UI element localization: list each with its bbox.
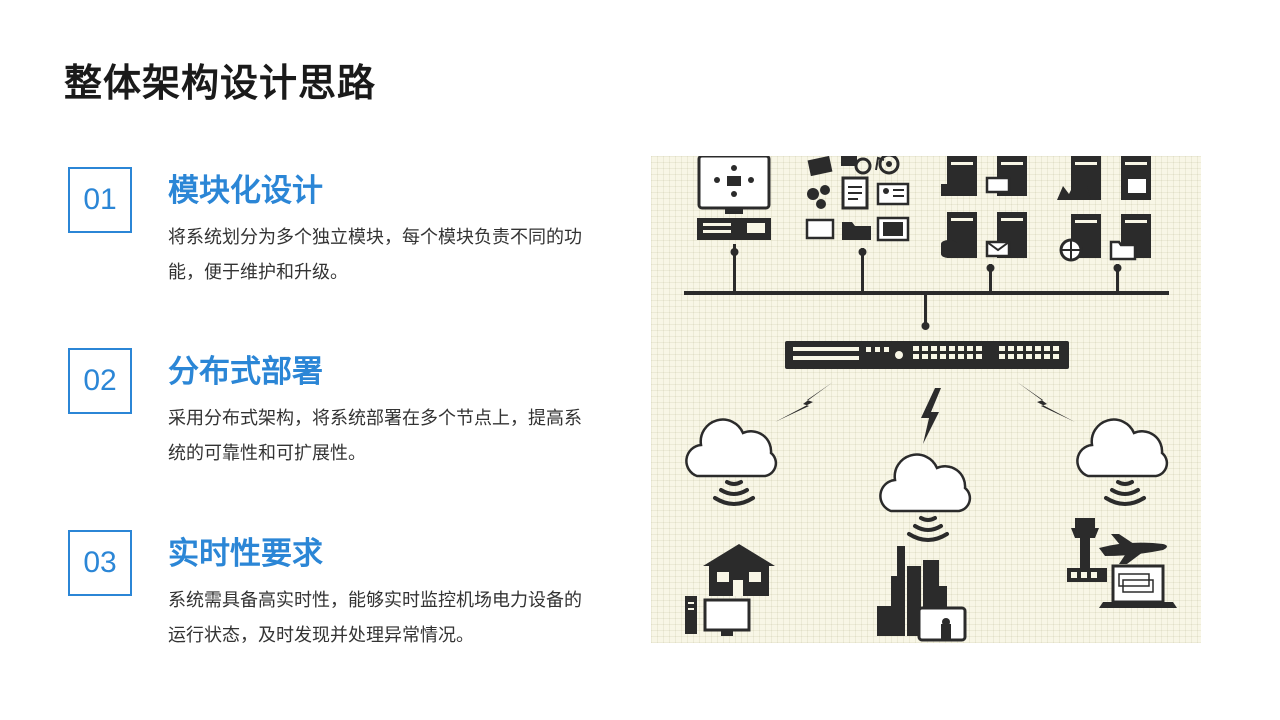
tablet-touch-icon	[917, 606, 967, 642]
laptop-icon	[1099, 564, 1177, 608]
documents-settings-icon	[805, 156, 910, 242]
section-description: 将系统划分为多个独立模块，每个模块负责不同的功能，便于维护和升级。	[168, 227, 582, 283]
wifi-signal-icon	[907, 516, 949, 542]
section-number-badge: 01	[68, 167, 132, 233]
lightning-bolt-icon	[921, 388, 941, 444]
section-number-badge: 03	[68, 530, 132, 596]
cloud-icon	[879, 453, 972, 513]
section-title: 分布式部署	[168, 354, 323, 390]
network-architecture-illustration	[651, 156, 1201, 643]
lightning-bolt-icon	[1017, 382, 1075, 422]
server-printer-icon	[941, 156, 1027, 196]
monitor-network-icon	[697, 156, 771, 240]
cloud-icon	[1076, 418, 1169, 478]
control-tower-icon	[1067, 518, 1107, 582]
house-icon	[703, 544, 775, 596]
lightning-bolt-icon	[775, 382, 833, 422]
section-title: 模块化设计	[168, 173, 323, 209]
section-distributed-deployment: 02 分布式部署 采用分布式架构，将系统部署在多个节点上，提高系统的可靠性和可扩…	[68, 348, 608, 478]
cloud-icon	[685, 418, 778, 478]
wifi-signal-icon	[713, 480, 755, 506]
computer-icon	[685, 596, 751, 636]
section-title: 实时性要求	[168, 536, 323, 572]
section-modular-design: 01 模块化设计 将系统划分为多个独立模块，每个模块负责不同的功能，便于维护和升…	[68, 167, 608, 297]
server-firewall-icon	[1057, 156, 1151, 200]
section-description: 系统需具备高实时性，能够实时监控机场电力设备的运行状态，及时发现并处理异常情况。	[168, 590, 582, 646]
section-realtime-requirement: 03 实时性要求 系统需具备高实时性，能够实时监控机场电力设备的运行状态，及时发…	[68, 530, 608, 660]
network-diagram-svg	[684, 156, 1177, 642]
airplane-icon	[1099, 534, 1167, 564]
server-globe-icon	[1059, 214, 1101, 262]
section-number-badge: 02	[68, 348, 132, 414]
server-database-icon	[941, 212, 977, 258]
wifi-signal-icon	[1104, 480, 1146, 506]
server-mail-icon	[985, 212, 1027, 258]
page-title: 整体架构设计思路	[64, 61, 377, 105]
server-folder-icon	[1109, 214, 1151, 261]
section-description: 采用分布式架构，将系统部署在多个节点上，提高系统的可靠性和可扩展性。	[168, 408, 582, 464]
network-switch-icon	[785, 341, 1069, 369]
